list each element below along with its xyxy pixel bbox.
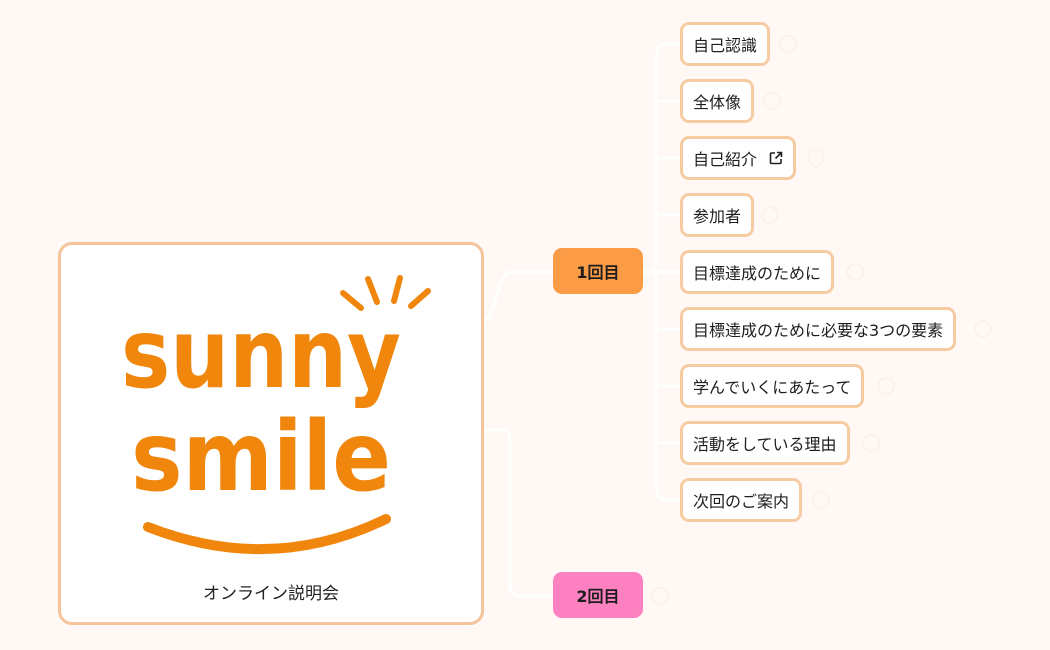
external-link-icon[interactable] xyxy=(769,151,783,165)
branch-node-1[interactable]: 1回目 xyxy=(553,248,643,294)
branch-label: 1回目 xyxy=(576,263,620,282)
leaf-label: 目標達成のために必要な3つの要素 xyxy=(693,321,944,340)
leaf-label: 次回のご案内 xyxy=(693,492,790,511)
sunny-smile-logo: sunny smile xyxy=(121,275,431,555)
leaf-label: 自己認識 xyxy=(693,36,758,55)
leaf-node[interactable]: 学んでいくにあたって xyxy=(680,364,865,408)
leaf-label: 参加者 xyxy=(693,207,742,226)
root-caption: オンライン説明会 xyxy=(203,584,339,604)
leaf-label: 自己紹介 xyxy=(693,150,758,169)
leaf-node[interactable]: 目標達成のために必要な3つの要素 xyxy=(680,307,957,351)
collapse-handles xyxy=(651,35,992,605)
branch-label: 2回目 xyxy=(576,587,620,606)
leaf-label: 学んでいくにあたって xyxy=(693,378,852,397)
connector-branch1-ticks xyxy=(656,99,680,445)
leaf-node[interactable]: 次回のご案内 xyxy=(680,478,803,522)
smile-curve-icon xyxy=(143,514,391,555)
leaf-node[interactable]: 自己認識 xyxy=(680,22,771,66)
branch-node-2[interactable]: 2回目 xyxy=(553,572,643,618)
leaf-label: 全体像 xyxy=(693,93,742,112)
connector-branch1-spine xyxy=(643,42,680,502)
leaf-label: 目標達成のために xyxy=(693,264,822,283)
leaf-node[interactable]: 活動をしている理由 xyxy=(680,421,850,465)
leaf-label: 活動をしている理由 xyxy=(693,435,837,454)
root-node-card[interactable]: sunny smile オンライン説明会 xyxy=(58,242,484,625)
leaf-node[interactable]: 目標達成のために xyxy=(680,250,835,294)
leaf-node[interactable]: 参加者 xyxy=(680,193,755,237)
sun-rays-icon xyxy=(340,275,431,311)
logo-word-sunny: sunny xyxy=(121,298,401,410)
connector-root-branch2 xyxy=(484,428,553,598)
leaf-node[interactable]: 全体像 xyxy=(680,79,755,123)
connector-root-branch1 xyxy=(483,270,553,322)
leaf-node[interactable]: 自己紹介 xyxy=(680,136,797,180)
logo-word-smile: smile xyxy=(131,401,391,513)
